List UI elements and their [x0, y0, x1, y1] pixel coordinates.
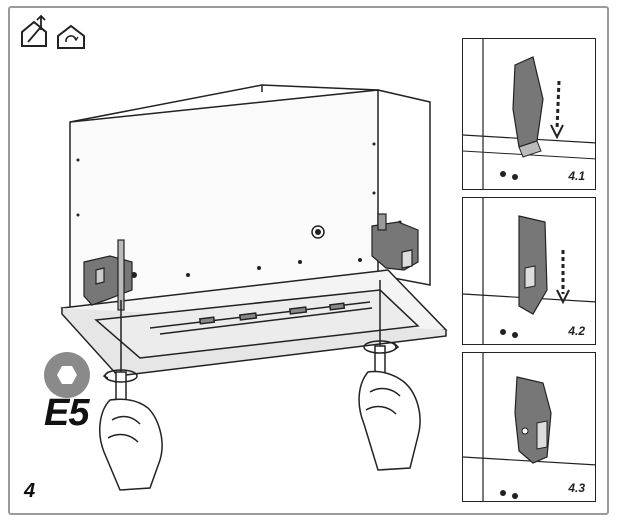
right-bracket [371, 213, 419, 271]
detail-panel-4-3: 4.3 [462, 352, 596, 502]
detail-label-4-2: 4.2 [568, 324, 585, 338]
detail-panel-4-1: 4.1 [462, 38, 596, 190]
house-extraction-icon [20, 14, 50, 53]
right-hand [358, 370, 421, 471]
left-hand [98, 398, 163, 491]
cabinet-rivets [76, 142, 406, 277]
step-number: 4 [24, 480, 36, 502]
cable-grommet [311, 225, 325, 239]
house-recirculation-icon [56, 24, 86, 55]
detail-label-4-3: 4.3 [568, 481, 585, 495]
left-bracket [83, 239, 133, 311]
tool-size-label: E5 [44, 392, 89, 434]
hood-panel [60, 269, 448, 377]
hex-key-icon [44, 352, 90, 398]
detail-panel-4-2: 4.2 [462, 197, 596, 345]
detail-label-4-1: 4.1 [568, 169, 585, 183]
